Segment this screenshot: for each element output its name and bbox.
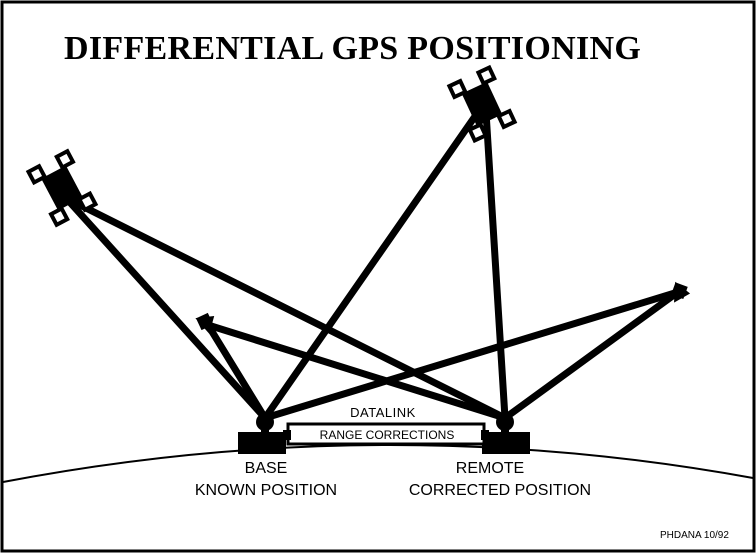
ray-sat1-remote xyxy=(62,194,509,422)
base-name: BASE xyxy=(244,460,288,477)
range-corrections-label: RANGE CORRECTIONS xyxy=(319,428,455,442)
ray-sat4-base xyxy=(261,288,682,422)
ray-sat2-remote xyxy=(204,321,509,422)
satellite-icon xyxy=(195,312,215,334)
ray-sat4-remote xyxy=(501,288,682,422)
credit-label: PHDANA 10/92 xyxy=(660,530,729,541)
satellite-icon xyxy=(25,148,99,228)
remote-description: CORRECTED POSITION xyxy=(408,482,592,499)
base-description: KNOWN POSITION xyxy=(194,482,338,499)
signal-rays xyxy=(62,108,682,422)
page-title: DIFFERENTIAL GPS POSITIONING xyxy=(64,30,642,67)
satellite-icon xyxy=(446,64,518,144)
datalink-label: DATALINK xyxy=(350,405,416,420)
satellite-icon xyxy=(671,281,691,303)
receiver-icon xyxy=(238,413,286,454)
earth-horizon xyxy=(2,444,754,483)
datalink-tube xyxy=(283,422,489,446)
ray-sat3-base xyxy=(261,108,482,422)
remote-name: REMOTE xyxy=(455,460,525,477)
ray-sat2-base xyxy=(204,321,269,422)
receiver-icon xyxy=(482,413,530,454)
ray-sat1-base xyxy=(62,194,269,422)
ray-sat3-remote xyxy=(482,108,509,422)
